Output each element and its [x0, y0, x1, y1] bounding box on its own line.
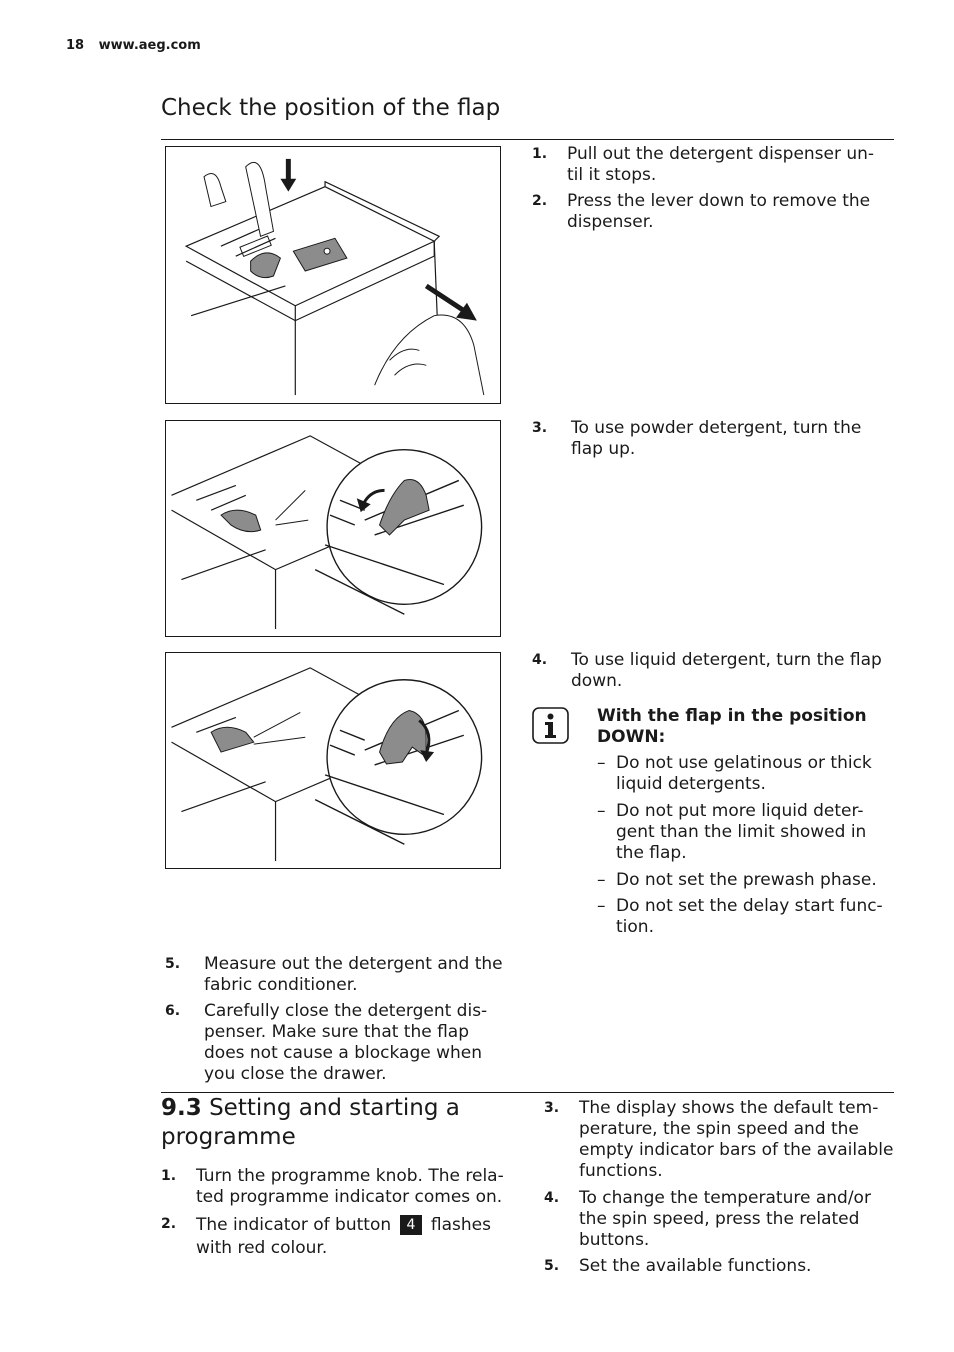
step-text-after: flashes with red colour.: [196, 1215, 491, 1258]
step-text-before: The indicator of button: [196, 1215, 392, 1235]
bullet-dash: –: [597, 753, 606, 773]
step-number: 2.: [532, 193, 548, 209]
title-rule: [161, 139, 894, 140]
list-item: 3. To use powder detergent, turn the fla…: [532, 418, 882, 460]
step-text: Carefully close the detergent dis-penser…: [204, 1001, 488, 1084]
step-text: Pull out the detergent dispenser un-til …: [567, 144, 875, 185]
list-item: – Do not set the prewash phase.: [597, 870, 887, 891]
step-number: 5.: [544, 1258, 560, 1274]
list-item: 2. The indicator of button 4 flashes wit…: [161, 1214, 516, 1260]
button-4-badge: 4: [399, 1215, 423, 1235]
info-icon: [532, 707, 569, 744]
step-text: The indicator of button 4 flashes with r…: [196, 1214, 516, 1260]
dispenser-drawing-2: [171, 435, 483, 630]
step-number: 6.: [165, 1003, 181, 1019]
step-number: 1.: [532, 146, 548, 162]
bullet-text: Do not put more liquid deter-gent than t…: [616, 801, 867, 863]
step-number: 4.: [544, 1190, 560, 1206]
step-number: 4.: [532, 652, 548, 668]
step-text: To change the temperature and/or the spi…: [579, 1188, 871, 1250]
step-number: 1.: [161, 1168, 177, 1184]
section-title-programme: 9.3 Setting and starting a programme: [161, 1094, 521, 1152]
step-number: 3.: [544, 1100, 560, 1116]
dispenser-drawing-1: [184, 158, 485, 396]
page-number: 18: [66, 38, 85, 53]
section-title-text: Setting and starting a programme: [161, 1095, 460, 1150]
list-item: 4. To change the temperature and/or the …: [544, 1188, 894, 1251]
step-text: Set the available functions.: [579, 1256, 812, 1276]
bullet-text: Do not set the delay start func-tion.: [616, 896, 883, 937]
list-item: – Do not set the delay start func-tion.: [597, 896, 887, 938]
list-item: – Do not put more liquid deter-gent than…: [597, 801, 887, 864]
figure-flap-up: [165, 420, 501, 637]
step-text: To use powder detergent, turn the flap u…: [571, 418, 862, 459]
step-text: Turn the programme knob. The rela-ted pr…: [196, 1166, 504, 1207]
note-title: With the flap in the position DOWN:: [597, 706, 867, 747]
bullet-text: Do not set the prewash phase.: [616, 870, 877, 890]
bullet-text: Do not use gelatinous or thick liquid de…: [616, 753, 872, 794]
section-number: 9.3: [161, 1095, 202, 1121]
step-text: The display shows the default tem-peratu…: [579, 1098, 894, 1181]
step-text: To use liquid detergent, turn the flap d…: [571, 650, 882, 691]
step-text: Measure out the detergent and the fabric…: [204, 954, 503, 995]
bullet-dash: –: [597, 896, 606, 916]
step-text: Press the lever down to remove the dispe…: [567, 191, 871, 232]
section-title-flap: Check the position of the flap: [161, 95, 501, 121]
list-item: 6. Carefully close the detergent dis-pen…: [165, 1001, 510, 1085]
figure-flap-down: [165, 652, 501, 869]
list-item: 5. Set the available functions.: [544, 1256, 894, 1277]
list-item: – Do not use gelatinous or thick liquid …: [597, 753, 887, 795]
list-item: 3. The display shows the default tem-per…: [544, 1098, 894, 1182]
step-number: 5.: [165, 956, 181, 972]
list-item: 4. To use liquid detergent, turn the fla…: [532, 650, 882, 692]
dispenser-drawing-3: [171, 667, 483, 862]
list-item: 5. Measure out the detergent and the fab…: [165, 954, 510, 996]
page-header: 18 www.aeg.com: [66, 38, 201, 53]
section-rule: [161, 1092, 894, 1093]
list-item: 2. Press the lever down to remove the di…: [532, 191, 882, 233]
step-number: 3.: [532, 420, 548, 436]
bullet-dash: –: [597, 870, 606, 890]
list-item: 1. Pull out the detergent dispenser un-t…: [532, 144, 882, 186]
site-url: www.aeg.com: [98, 38, 201, 53]
figure-pull-dispenser: [165, 146, 501, 404]
list-item: 1. Turn the programme knob. The rela-ted…: [161, 1166, 516, 1208]
bullet-dash: –: [597, 801, 606, 821]
step-number: 2.: [161, 1216, 177, 1232]
